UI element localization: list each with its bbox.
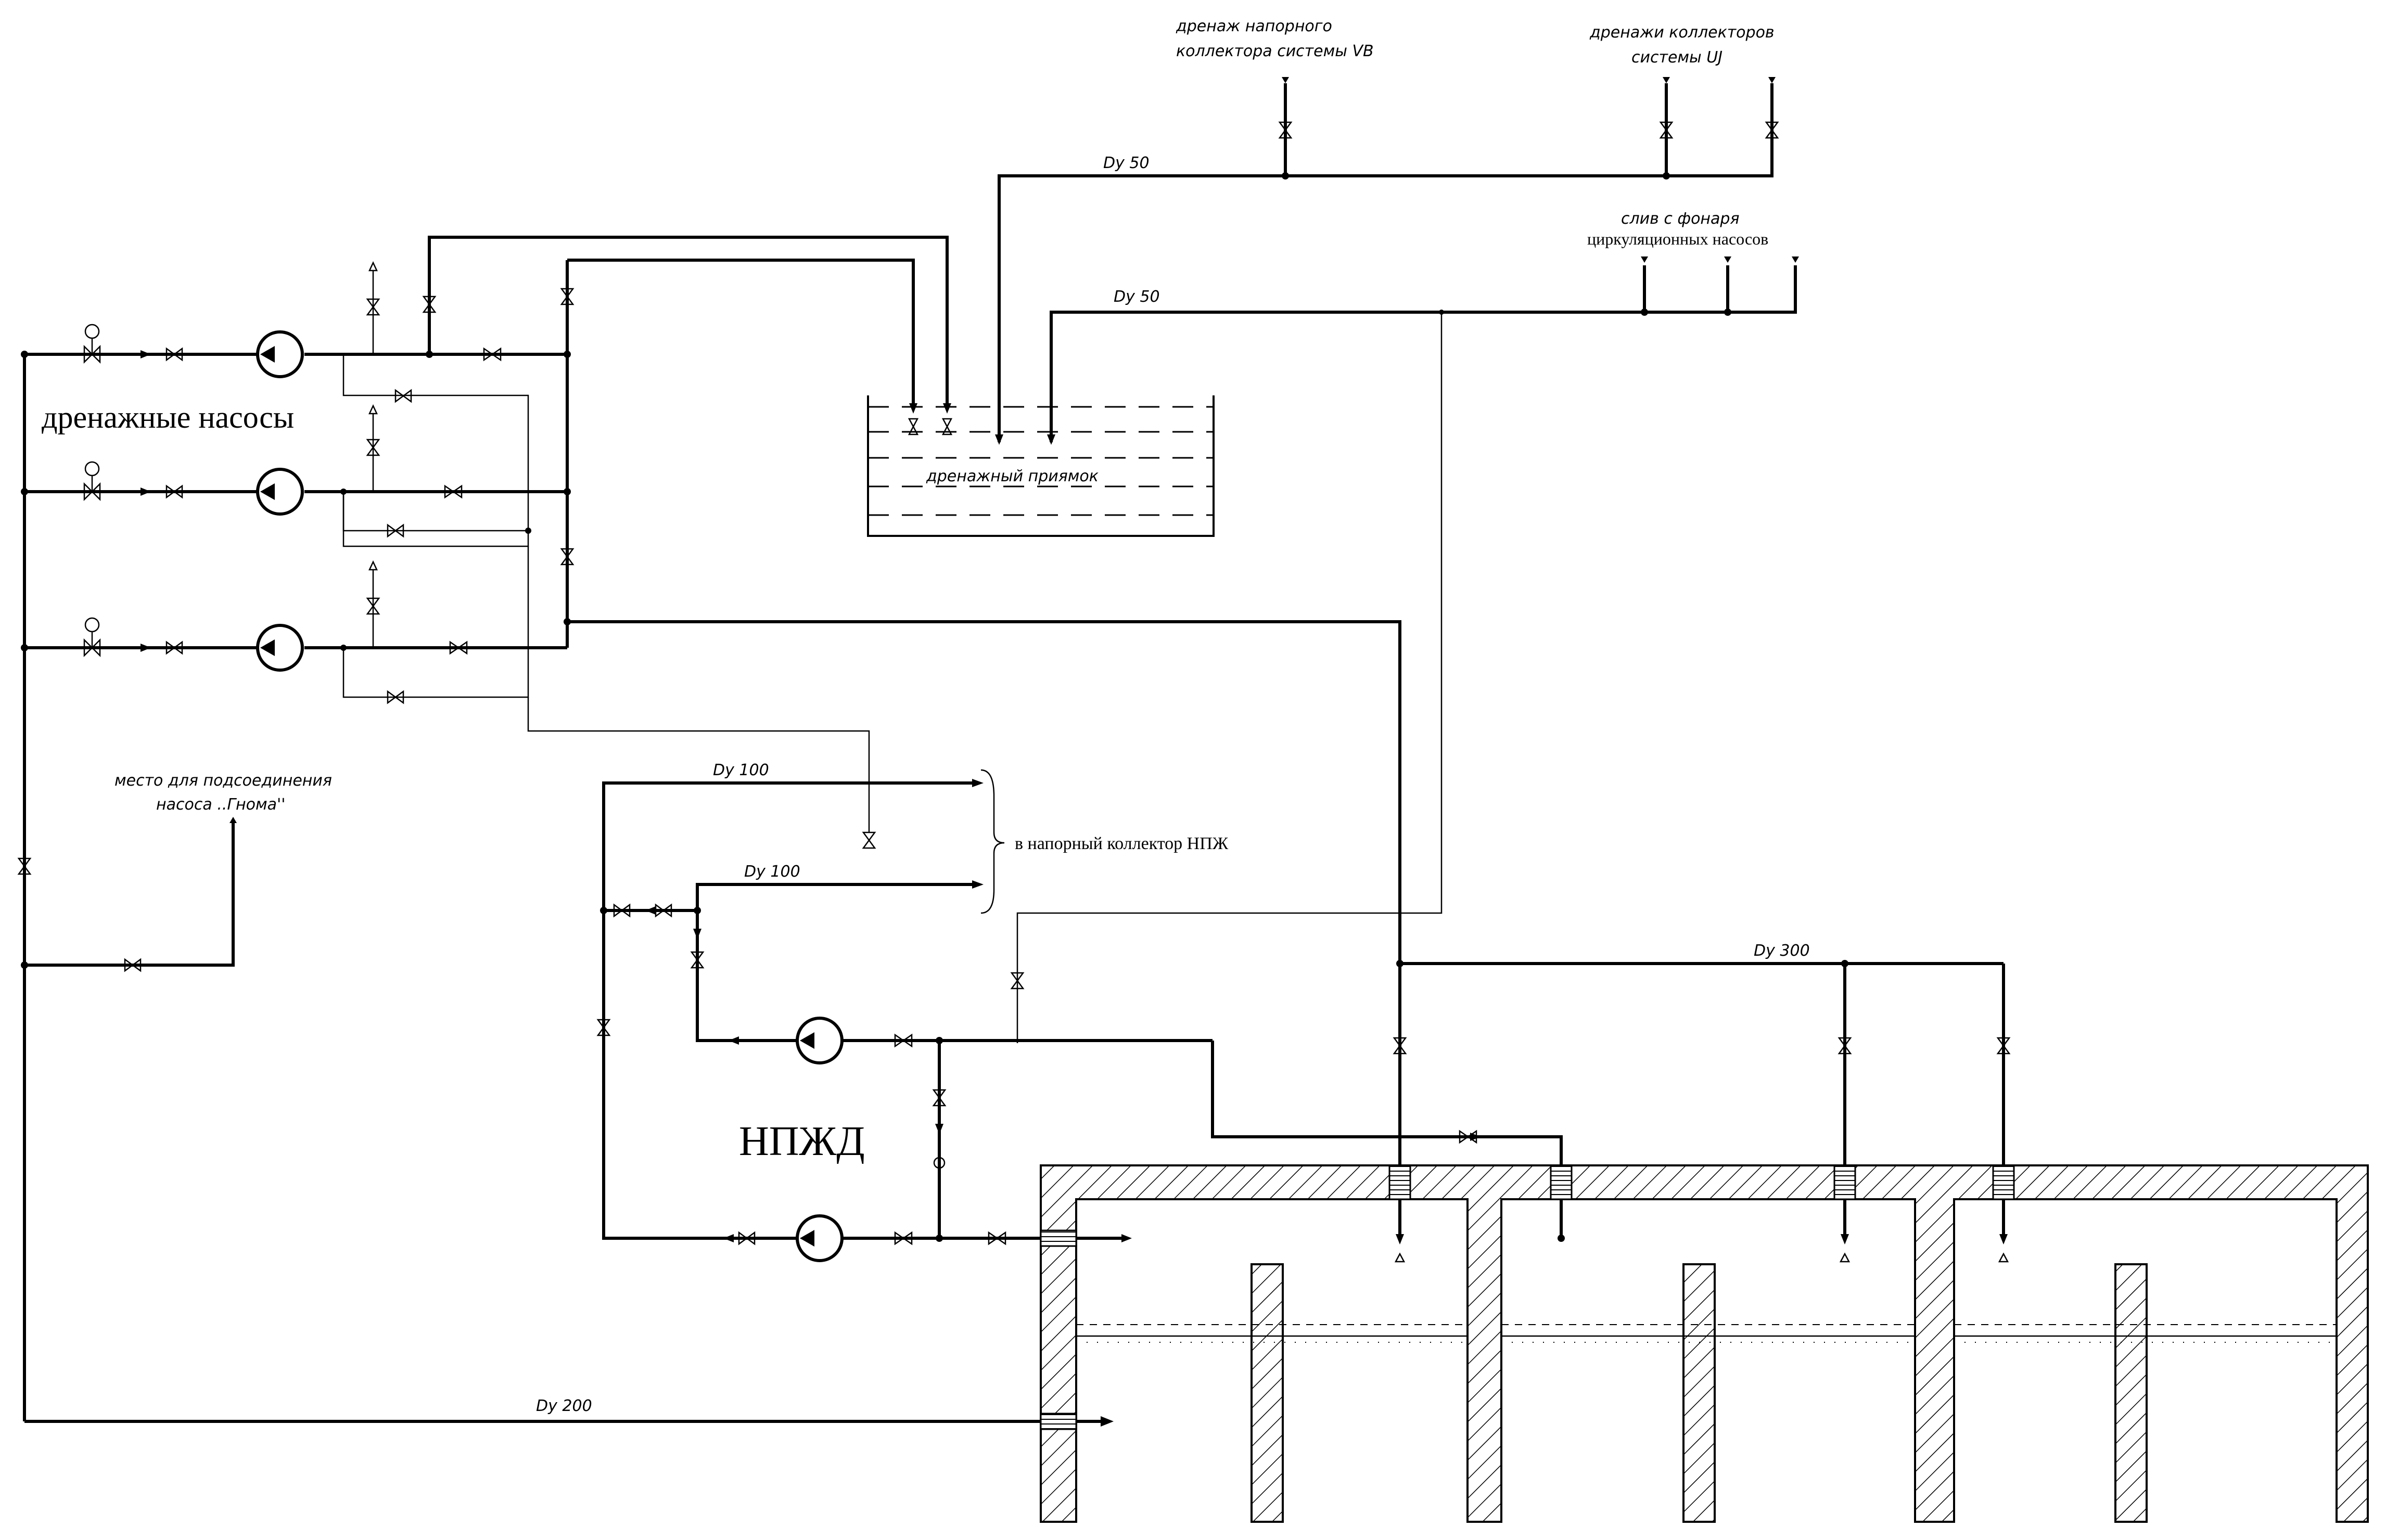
- gnom-connection: место для подсоединения насоса ..Гнома'': [17, 772, 332, 972]
- bottom-line: Dy 200: [24, 1397, 1114, 1427]
- top-drain-line: Dy 50 дренаж напорного коллектора систем…: [995, 17, 1779, 445]
- npzhd-title: НПЖД: [739, 1119, 865, 1164]
- bottom-line-diameter: Dy 200: [536, 1397, 592, 1415]
- gnom-label-1: место для подсоединения: [114, 772, 332, 790]
- vb-drain-label-2: коллектора системы VB: [1176, 42, 1374, 60]
- drain-pumps-group: [21, 259, 876, 1421]
- main-header-diameter: Dy 300: [1754, 942, 1810, 960]
- mid-line-diameter: Dy 50: [1114, 288, 1160, 306]
- building-structure: [1040, 1164, 2369, 1523]
- npzhd-group: в напорный коллектор НПЖ Dy 100 Dy 100 Н…: [596, 761, 1565, 1262]
- drain-pump-1-icon: [256, 330, 304, 378]
- top-line-diameter: Dy 50: [1103, 154, 1150, 172]
- drain-pumps-title: дренажные насосы: [42, 400, 294, 434]
- gnom-label-2: насоса ..Гнома'': [156, 795, 286, 814]
- lower-branch-diameter: Dy 100: [744, 863, 800, 881]
- vb-drain-label-1: дренаж напорного: [1176, 17, 1332, 35]
- drain-pump-2-icon: [256, 468, 304, 516]
- main-header: Dy 300: [567, 620, 2011, 1263]
- drain-pump-3-icon: [256, 624, 304, 672]
- lantern-label-2: циркуляционных насосов: [1587, 229, 1768, 248]
- lantern-label-1: слив с фонаря: [1621, 210, 1740, 228]
- drain-sump: дренажный приямок: [867, 395, 1215, 537]
- lantern-drain-line: Dy 50 слив с фонаря циркуляционных насос…: [1010, 210, 1799, 1043]
- uj-drain-label-2: системы UJ: [1631, 48, 1722, 67]
- sump-feed-lines: [422, 236, 953, 566]
- upper-branch-diameter: Dy 100: [713, 761, 769, 779]
- uj-drain-label-1: дренажи коллекторов: [1589, 23, 1775, 42]
- npzhd-pump-2-icon: [796, 1214, 844, 1262]
- sump-label: дренажный приямок: [926, 467, 1099, 485]
- to-header-label: в напорный коллектор НПЖ: [1015, 834, 1229, 853]
- npzhd-pump-1-icon: [796, 1017, 844, 1064]
